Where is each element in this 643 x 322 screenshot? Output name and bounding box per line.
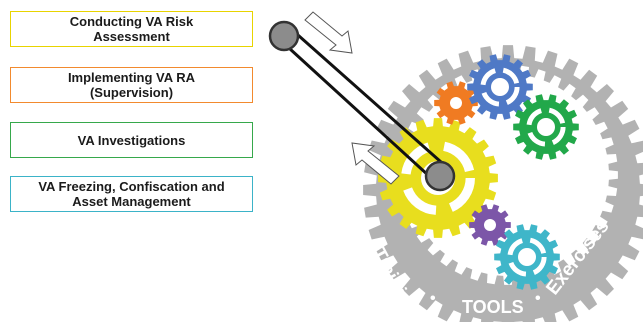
step-label-risk-assessment: Conducting VA Risk Assessment	[69, 14, 194, 44]
gearCyan-hole	[518, 248, 536, 266]
ring-separator-right: •	[535, 290, 541, 307]
gear-orange-icon	[434, 81, 478, 125]
left-arrow-icon	[351, 142, 400, 185]
step-box-investigations: VA Investigations	[10, 122, 253, 158]
ring-separator-left: •	[430, 290, 436, 307]
ring-word-bottom: TOOLS	[462, 297, 524, 317]
gearGreen-spokes	[526, 107, 566, 147]
gear-blue-icon	[467, 54, 533, 120]
gearPurple-hole	[484, 219, 496, 231]
pulley-center-icon	[424, 160, 456, 192]
step-label-implementing-ra: Implementing VA RA (Supervision)	[67, 70, 196, 100]
gear-cyan-icon	[494, 224, 560, 290]
gearGreen-hole	[537, 118, 555, 136]
belt-line-inner	[289, 26, 451, 172]
gearBlue-spokes	[480, 67, 520, 107]
gearYellow-spokes	[401, 141, 475, 215]
step-box-freezing: VA Freezing, Confiscation and Asset Mana…	[10, 176, 253, 212]
pulley-top-icon	[268, 20, 300, 52]
step-label-investigations: VA Investigations	[77, 132, 186, 148]
step-box-implementing-ra: Implementing VA RA (Supervision)	[10, 67, 253, 103]
gearOrange-hole	[450, 97, 462, 109]
gearBlue-hole	[491, 78, 509, 96]
right-arrow-icon	[304, 11, 353, 54]
gearCyan-spokes	[507, 237, 547, 277]
step-box-risk-assessment: Conducting VA Risk Assessment	[10, 11, 253, 47]
step-label-freezing: VA Freezing, Confiscation and Asset Mana…	[38, 179, 225, 209]
gear-green-icon	[513, 94, 579, 160]
gear-purple-icon	[469, 204, 511, 246]
belt-line-outer	[276, 36, 442, 188]
